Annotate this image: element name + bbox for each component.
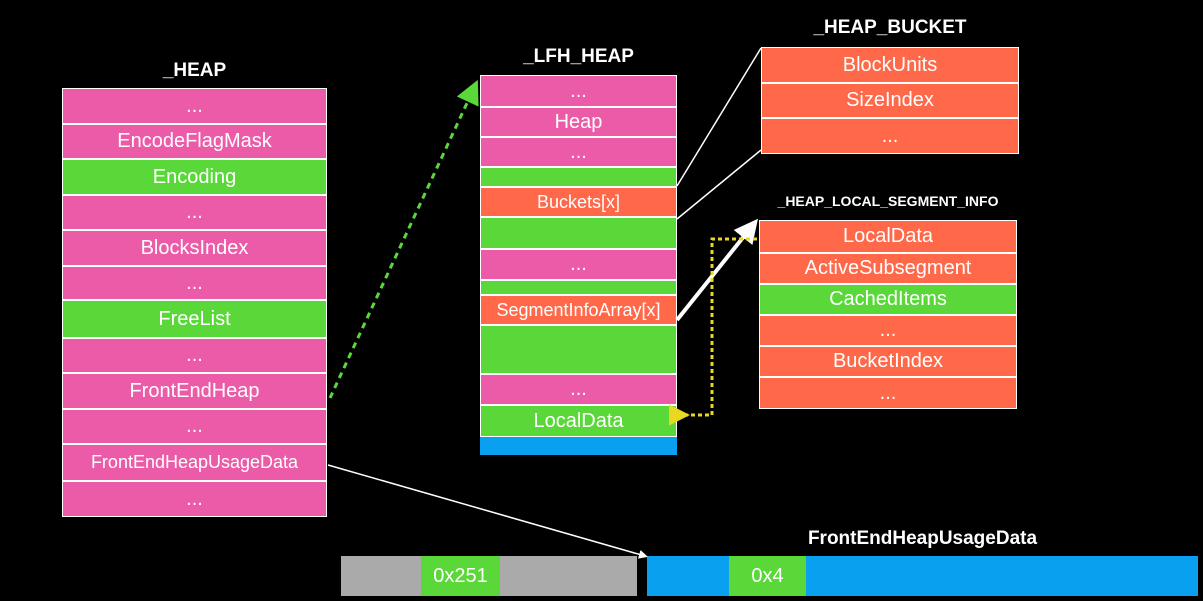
- segmentinfo-pointer-arrow: [675, 218, 758, 322]
- heap-field-freelist: FreeList: [62, 300, 327, 338]
- heap-field-ellipsis: ...: [62, 195, 327, 230]
- lfh-field-heap: Heap: [480, 107, 677, 137]
- usage-left-value: 0x251: [421, 556, 500, 596]
- bucket-connector-bottom: [676, 149, 762, 220]
- bucket-field-sizeindex: SizeIndex: [761, 83, 1019, 118]
- heap-field-ellipsis: ...: [62, 266, 327, 300]
- usage-right-value: 0x4: [729, 556, 806, 596]
- lfh-field-blank: [480, 325, 677, 374]
- segment-field-activesubsegment: ActiveSubsegment: [759, 253, 1017, 284]
- segment-field-ellipsis: ...: [759, 377, 1017, 409]
- lfh-field-blank: [480, 437, 677, 455]
- segment-field-ellipsis: ...: [759, 315, 1017, 346]
- segment-field-bucketindex: BucketIndex: [759, 346, 1017, 377]
- lfh-field-ellipsis: ...: [480, 137, 677, 167]
- lfh-field-ellipsis: ...: [480, 75, 677, 107]
- bucket-field-blockunits: BlockUnits: [761, 47, 1019, 83]
- segment-info-title: _HEAP_LOCAL_SEGMENT_INFO: [777, 193, 999, 209]
- heap-field-ellipsis: ...: [62, 338, 327, 373]
- lfh-heap-title: _LFH_HEAP: [523, 46, 634, 67]
- heap-field-frontendheap: FrontEndHeap: [62, 373, 327, 409]
- frontendheap-pointer-arrow: [328, 79, 479, 399]
- heap-field-encodeflagmask: EncodeFlagMask: [62, 124, 327, 159]
- segment-field-localdata: LocalData: [759, 220, 1017, 253]
- usage-title: FrontEndHeapUsageData: [807, 528, 1038, 549]
- localdata-backpointer-arrow: [669, 237, 757, 426]
- heap-field-ellipsis: ...: [62, 481, 327, 517]
- heap-field-ellipsis: ...: [62, 409, 327, 444]
- heap-struct: ... EncodeFlagMask Encoding ... BlocksIn…: [62, 88, 327, 517]
- bucket-connector-top: [676, 47, 762, 187]
- heap-bucket-title: _HEAP_BUCKET: [813, 17, 967, 38]
- heap-field-frontendheapusagedata: FrontEndHeapUsageData: [62, 444, 327, 481]
- lfh-field-segmentinfoarray: SegmentInfoArray[x]: [480, 295, 677, 325]
- segment-field-cacheditems: CachedItems: [759, 284, 1017, 315]
- heap-title: _HEAP: [162, 60, 227, 81]
- heap-field-encoding: Encoding: [62, 159, 327, 195]
- heap-field-ellipsis: ...: [62, 88, 327, 124]
- lfh-field-buckets: Buckets[x]: [480, 187, 677, 217]
- lfh-field-blank: [480, 280, 677, 295]
- bucket-field-ellipsis: ...: [761, 118, 1019, 154]
- usagedata-pointer-arrow: [327, 464, 648, 559]
- heap-field-blocksindex: BlocksIndex: [62, 230, 327, 266]
- lfh-field-ellipsis: ...: [480, 249, 677, 280]
- heap-bucket-struct: BlockUnits SizeIndex ...: [761, 47, 1019, 154]
- lfh-field-blank: [480, 217, 677, 249]
- lfh-field-blank: [480, 167, 677, 187]
- lfh-field-localdata: LocalData: [480, 405, 677, 437]
- segment-info-struct: LocalData ActiveSubsegment CachedItems .…: [759, 220, 1017, 409]
- lfh-field-ellipsis: ...: [480, 374, 677, 405]
- lfh-heap-struct: ... Heap ... Buckets[x] ... SegmentInfoA…: [480, 75, 677, 455]
